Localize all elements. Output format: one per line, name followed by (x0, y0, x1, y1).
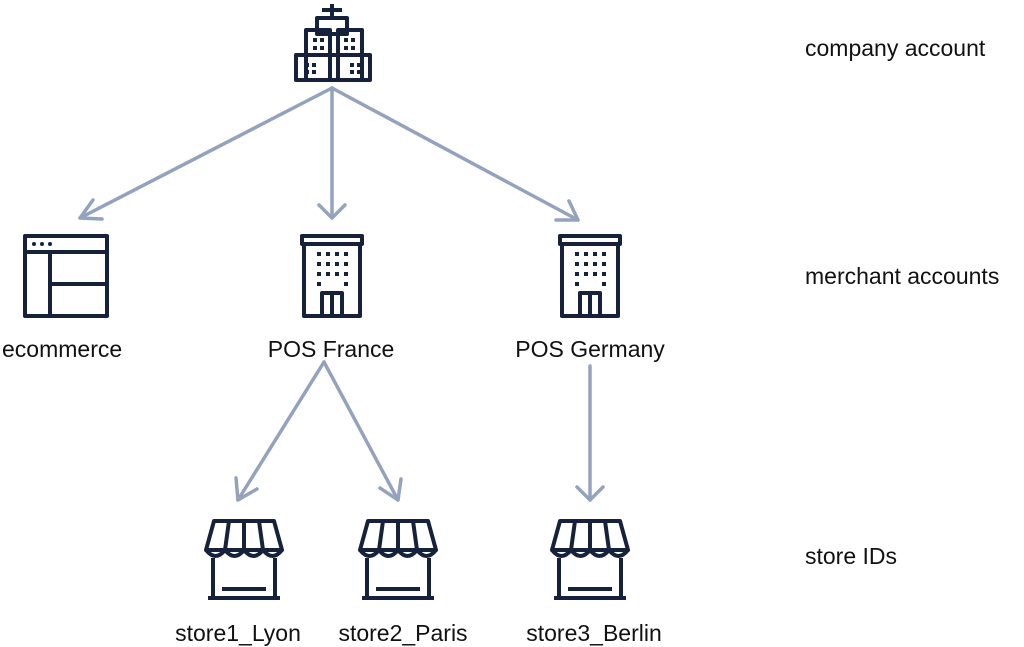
browser-window-icon (23, 234, 109, 318)
arrow-pos-france-to-store2 (322, 360, 403, 502)
arrow-pos-france-to-store1 (234, 360, 326, 502)
tier-label-company: company account (805, 35, 986, 61)
node-label-pos-germany: POS Germany (515, 336, 665, 362)
storefront-icon (204, 519, 284, 600)
arrow-company-to-ecommerce (78, 86, 334, 221)
arrow-company-to-pos-france (317, 86, 347, 220)
node-label-store1: store1_Lyon (175, 620, 301, 646)
arrow-company-to-pos-germany (330, 86, 580, 222)
storefront-icon (358, 519, 438, 600)
tier-label-store: store IDs (805, 543, 898, 569)
office-building-icon (300, 234, 364, 318)
skyscraper-icon (294, 2, 372, 82)
tier-label-merchant: merchant accounts (805, 263, 1000, 289)
office-building-icon (558, 234, 622, 318)
node-label-pos-france: POS France (267, 336, 395, 362)
node-label-store2: store2_Paris (338, 620, 468, 646)
storefront-icon (550, 519, 630, 600)
node-label-ecommerce: ecommerce (2, 336, 123, 362)
arrow-pos-germany-to-store3 (575, 364, 605, 502)
node-label-store3: store3_Berlin (526, 620, 662, 646)
